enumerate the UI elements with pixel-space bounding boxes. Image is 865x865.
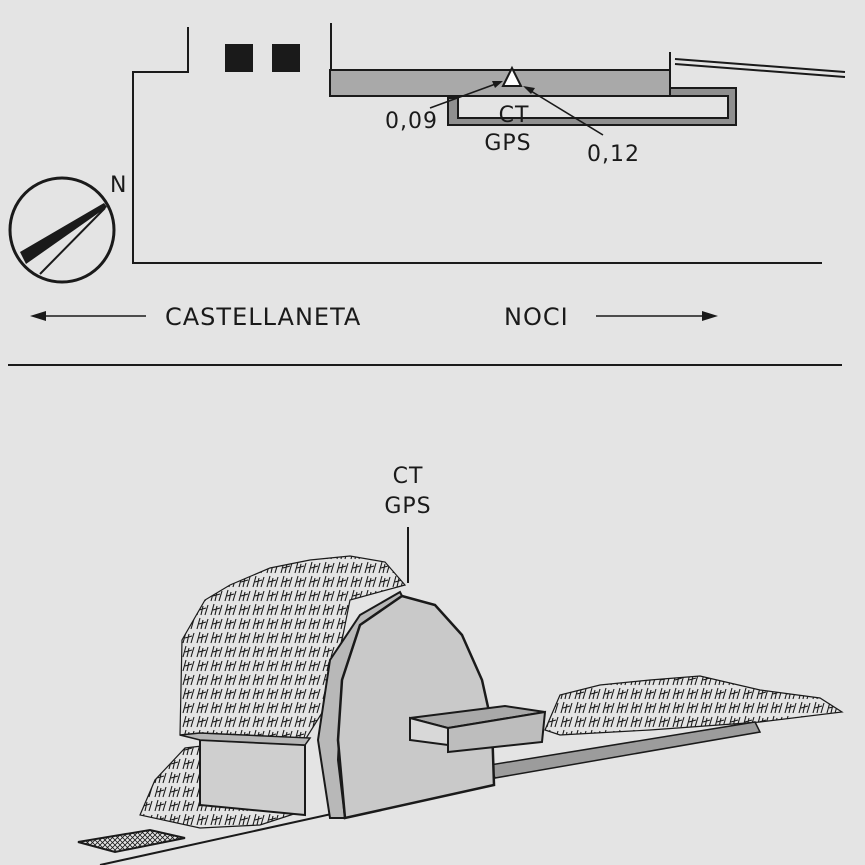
building-block [225, 44, 253, 72]
direction-label-right: NOCI [504, 303, 569, 331]
sketch-label-ct: CT [393, 464, 424, 489]
low-wall-face [199, 738, 306, 817]
bench-side [447, 710, 547, 754]
bench-structure [447, 87, 737, 126]
arrowhead [523, 86, 535, 94]
compass-rose [8, 176, 116, 284]
offset-label-right: 0,12 [587, 142, 640, 167]
drain-grate [77, 828, 186, 854]
marker-label-ct: CT [499, 103, 530, 128]
perspective-sketch: CT GPS [77, 464, 844, 865]
arch-face [336, 594, 496, 820]
road-edge [674, 63, 846, 78]
compass-needle-line [39, 207, 106, 275]
arrowhead [30, 311, 46, 321]
arrowhead [492, 81, 503, 88]
marker-label-gps: GPS [484, 131, 531, 156]
low-wall-top [179, 732, 312, 746]
survey-marker-triangle [501, 65, 523, 87]
direction-label-left: CASTELLANETA [165, 303, 361, 331]
plot-boundary [132, 27, 822, 264]
plan-view: 0,09 CT GPS 0,12 N CASTELLANETA NOCI [8, 23, 846, 331]
offset-label-left: 0,09 [385, 109, 438, 134]
offset-arrow-left [429, 81, 502, 109]
offset-arrow-right [525, 87, 604, 136]
building-block [272, 44, 300, 72]
arrowhead [702, 311, 718, 321]
sketch-label-gps: GPS [384, 494, 431, 519]
north-label: N [110, 173, 127, 198]
compass-needle-icon [20, 203, 107, 264]
road-edge [674, 58, 846, 73]
vegetation-right [544, 675, 844, 736]
